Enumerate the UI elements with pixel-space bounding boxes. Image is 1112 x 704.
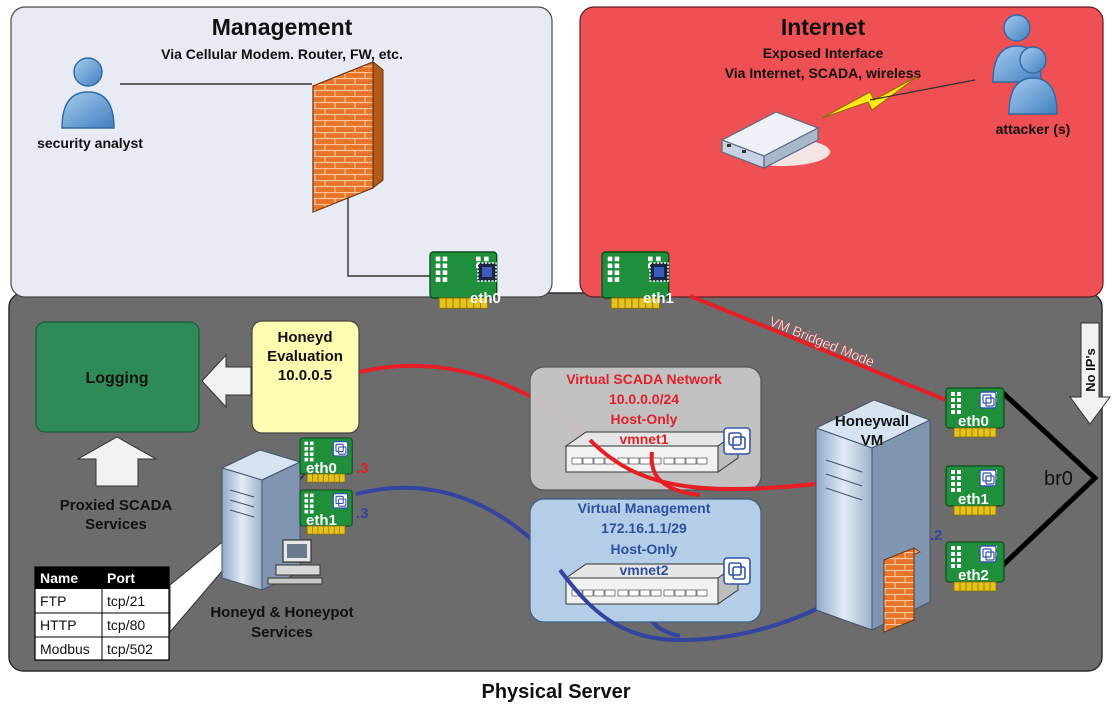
honeyd-server-label-2: Services [251,624,313,641]
table-cell: tcp/80 [107,617,145,633]
scada-red-vmnet1-drop [649,451,701,497]
honeyd-eval-line3: 10.0.0.5 [278,367,332,384]
table-cell: tcp/502 [107,641,153,657]
mgmt-net-line2: 172.16.1.1/29 [601,520,687,536]
modem-icon [720,111,830,169]
no-ips-label: No IP's [1083,348,1098,392]
firewall-icon [312,60,384,213]
honeywall-label-1: Honeywall [835,413,909,430]
scada-net-line1: Virtual SCADA Network [566,371,722,387]
vmware-icon [723,427,751,455]
physical-server-label: Physical Server [482,681,631,703]
scada-net-line3: Host-Only [611,411,678,427]
honeyd-nic-eth1-label: eth1 [306,512,337,529]
management-zone: Management Via Cellular Modem. Router, F… [10,6,553,298]
vmnet2-label: vmnet2 [619,562,668,578]
attacker-link [869,79,976,101]
table-header-port: Port [107,570,135,586]
attackers-icon [992,14,1058,115]
scada-net-line2: 10.0.0.0/24 [609,391,679,407]
honeywall-label-2: VM [861,432,884,449]
computer-icon [267,539,323,585]
br0-bridge-bracket [1000,390,1099,568]
logging-label: Logging [85,370,148,387]
firewall-nic-link [347,198,430,277]
honeyd-nic-eth1-suffix: .3 [356,505,369,522]
services-table: Name Port FTP tcp/21 HTTP tcp/80 Modbus … [34,566,170,661]
mgmt-net-line1: Virtual Management [578,500,711,516]
internet-subtitle-2: Via Internet, SCADA, wireless [725,65,922,81]
internet-title: Internet [781,14,866,40]
honeyd-nic-eth0-suffix: .3 [356,460,369,477]
attacker-label: attacker (s) [996,121,1071,137]
honeyd-eval-line1: Honeyd [277,329,332,346]
mgmt-net-line3: Host-Only [611,541,678,557]
proxied-label-2: Services [85,516,147,533]
wireless-lightning-icon [821,75,919,119]
table-cell: tcp/21 [107,593,145,609]
br0-label: br0 [1044,468,1073,490]
vmware-icon [723,557,751,585]
honeyd-eval-line2: Evaluation [267,348,343,365]
internet-zone: Internet Exposed Interface Via Internet,… [579,6,1104,298]
internet-nic-label: eth1 [643,290,674,307]
no-ips-arrow: No IP's [1069,322,1111,425]
table-cell: FTP [40,593,66,609]
honeyd-server-label-1: Honeyd & Honeypot [210,604,353,621]
table-cell: Modbus [40,641,90,657]
honeywall-suffix: .2 [930,527,943,544]
management-title: Management [212,14,353,40]
internet-subtitle-1: Exposed Interface [763,45,884,61]
proxied-up-arrow [76,436,158,487]
management-subtitle: Via Cellular Modem. Router, FW, etc. [161,46,403,62]
scada-red-link-over [588,438,867,492]
table-header-name: Name [40,570,78,586]
honeywall-nic-eth0-label: eth0 [958,413,989,430]
bridged-link [689,294,947,402]
honeyd-nic-eth0-label: eth0 [306,460,337,477]
to-logging-arrow [201,353,252,409]
honeywall-nic-eth2-label: eth2 [958,567,989,584]
proxied-label-1: Proxied SCADA [60,497,173,514]
honeyd-evaluation-box [251,320,360,434]
security-analyst-label: security analyst [37,135,143,151]
table-cell: HTTP [40,617,77,633]
honeywall-firewall-icon [883,547,921,633]
security-analyst-icon [61,57,115,129]
vmnet1-label: vmnet1 [619,431,668,447]
honeywall-server-icon [814,399,932,631]
logging-box [35,321,200,433]
honeywall-nic-eth1-label: eth1 [958,491,989,508]
management-nic-label: eth0 [470,290,501,307]
